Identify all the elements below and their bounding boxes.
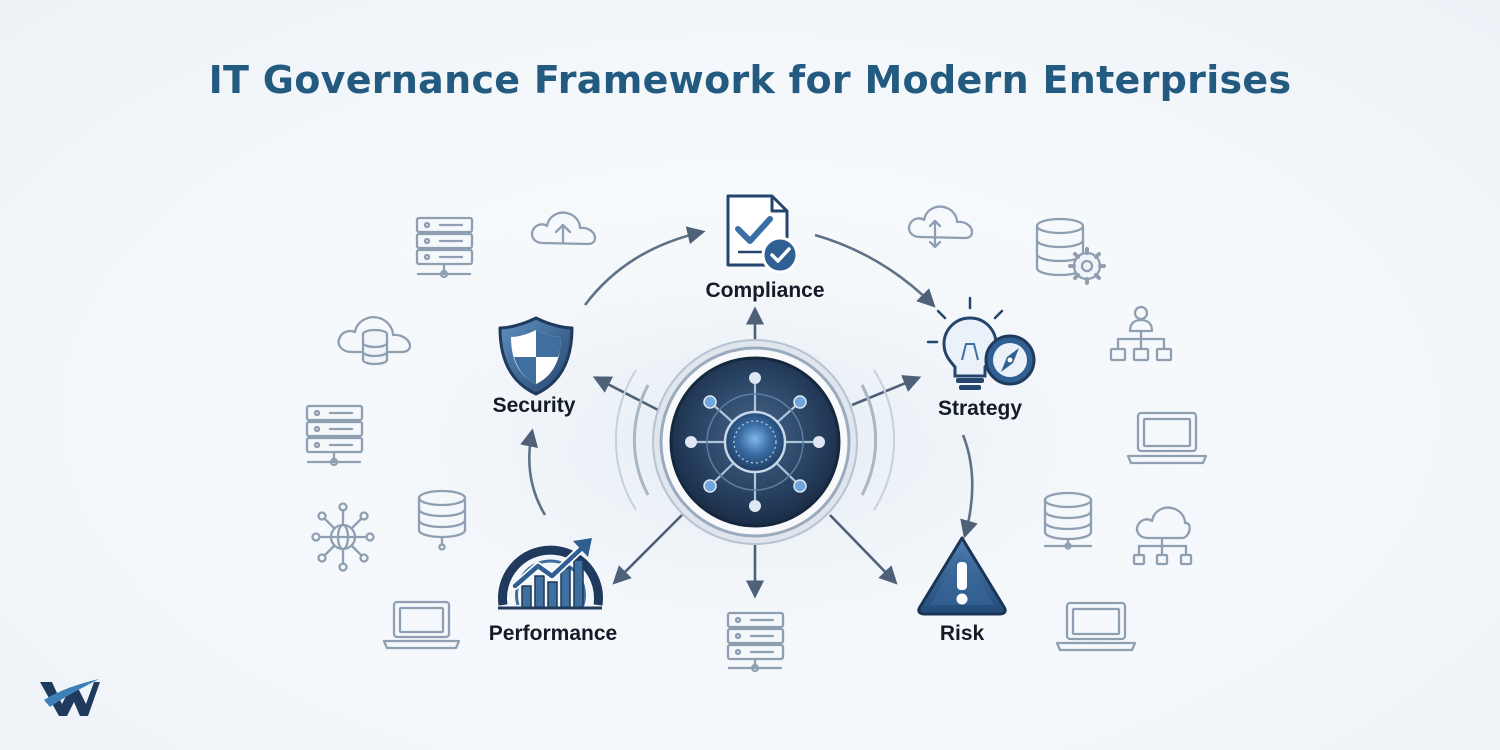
global-network-icon <box>311 502 375 572</box>
hub-arrow-performance <box>612 514 683 585</box>
compliance-checklist-icon <box>726 194 799 274</box>
database-icon <box>417 489 467 551</box>
risk-warning-icon <box>917 536 1007 616</box>
cycle-arrow-performance-to-security <box>520 428 547 516</box>
pillar-label-risk: Risk <box>939 622 985 645</box>
org-chart-icon <box>1109 305 1173 362</box>
cycle-arrow-compliance-to-strategy <box>814 233 936 308</box>
pillar-label-security: Security <box>492 394 576 417</box>
cloud-database-icon <box>337 316 412 366</box>
cloud-network-icon <box>1132 506 1193 566</box>
pillar-label-strategy: Strategy <box>937 397 1023 420</box>
laptop-icon <box>1055 601 1137 652</box>
cycle-arrows <box>520 226 978 539</box>
server-stack-icon <box>305 404 364 467</box>
performance-gauge-icon <box>498 538 603 610</box>
database-icon <box>1043 491 1093 550</box>
pillar-label-compliance: Compliance <box>705 279 825 302</box>
company-w-logo-icon <box>40 679 100 716</box>
server-stack-icon <box>415 216 474 279</box>
cloud-upload-icon <box>530 211 597 246</box>
hub-arrow-security <box>592 376 663 414</box>
page-title: IT Governance Framework for Modern Enter… <box>208 58 1292 102</box>
database-settings-icon <box>1035 217 1106 285</box>
hub-arrow-risk <box>829 514 898 585</box>
server-stack-icon <box>726 611 785 673</box>
laptop-icon <box>382 600 461 650</box>
strategy-lightbulb-compass-icon <box>926 296 1036 390</box>
cycle-arrow-security-to-compliance <box>583 226 706 306</box>
pillar-label-performance: Performance <box>488 622 618 645</box>
governance-hub-icon <box>614 339 896 545</box>
security-shield-icon <box>498 316 574 396</box>
cycle-arrow-strategy-to-risk <box>960 434 978 539</box>
laptop-icon <box>1126 411 1208 465</box>
cloud-sync-icon <box>907 205 974 249</box>
